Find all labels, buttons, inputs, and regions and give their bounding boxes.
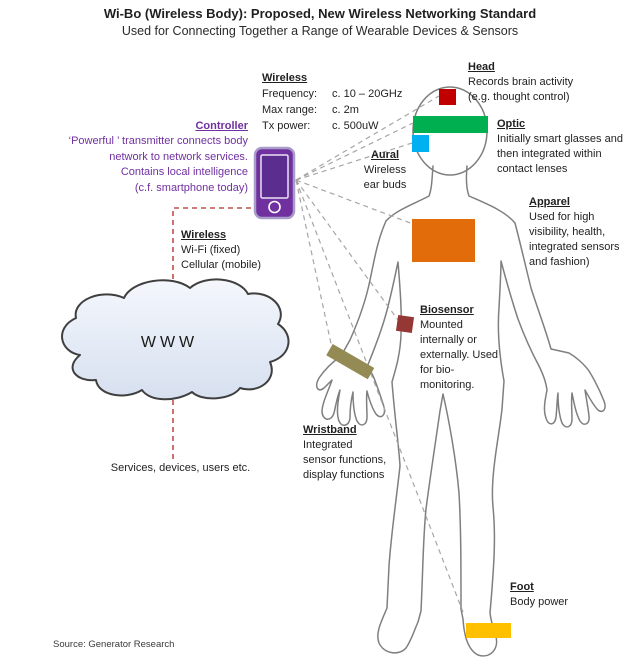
spec-row-frequency: Frequency: c. 10 – 20GHz xyxy=(262,86,402,102)
head-device-marker xyxy=(439,89,456,105)
controller-body: ‘Powerful ’ transmitter connects body ne… xyxy=(68,135,248,194)
page-title: Wi-Bo (Wireless Body): Proposed, New Wir… xyxy=(103,6,537,21)
link-apparel-device xyxy=(295,179,414,225)
apparel-note: Apparel Used for high visibility, health… xyxy=(529,196,620,270)
controller-phone-icon xyxy=(253,146,296,220)
optic-device-marker xyxy=(413,116,488,133)
page-subtitle: Used for Connecting Together a Range of … xyxy=(121,24,519,38)
source-credit: Source: Generator Research xyxy=(53,639,175,650)
biosensor-heading: Biosensor xyxy=(420,304,474,316)
spec-label: Max range: xyxy=(262,104,318,116)
link-aural-device xyxy=(295,142,413,181)
head-heading: Head xyxy=(468,61,495,73)
services-caption: Services, devices, users etc. xyxy=(110,462,251,474)
biosensor-device-marker xyxy=(395,314,415,334)
biosensor-note: Biosensor Mounted internally or external… xyxy=(420,304,498,393)
head-note: Head Records brain activity (e.g. though… xyxy=(468,61,573,105)
network-wireless-note: Wireless Wi-Fi (fixed) Cellular (mobile) xyxy=(181,229,261,273)
spec-value: c. 500uW xyxy=(332,120,379,132)
spec-label: Tx power: xyxy=(262,120,311,132)
phone-home-button xyxy=(268,200,281,214)
foot-body: Body power xyxy=(510,596,569,608)
network-wireless-body: Wi-Fi (fixed) Cellular (mobile) xyxy=(181,244,262,271)
wristband-device-marker xyxy=(326,343,375,380)
spec-row-max-range: Max range: c. 2m xyxy=(262,102,402,118)
apparel-device-marker xyxy=(412,219,475,262)
spec-row-tx-power: Tx power: c. 500uW xyxy=(262,118,402,134)
apparel-body: Used for high visibility, health, integr… xyxy=(529,211,620,268)
controller-network-links xyxy=(172,207,251,460)
apparel-heading: Apparel xyxy=(529,196,570,208)
www-cloud-shape xyxy=(61,278,290,401)
body-device-links xyxy=(295,95,464,613)
aural-heading: Aural xyxy=(370,149,400,161)
wireless-spec-heading: Wireless xyxy=(262,72,308,84)
www-cloud-label: WWW xyxy=(140,334,199,351)
wristband-note: Wristband Integrated sensor functions, d… xyxy=(303,424,386,483)
aural-note: Aural Wireless ear buds xyxy=(357,149,413,193)
optic-body: Initially smart glasses and then integra… xyxy=(497,133,623,175)
network-wireless-heading: Wireless xyxy=(181,229,227,241)
foot-note: Foot Body power xyxy=(510,581,568,610)
spec-label: Frequency: xyxy=(262,88,318,100)
link-head-device xyxy=(295,95,440,181)
aural-device-marker xyxy=(412,135,429,152)
wristband-heading: Wristband xyxy=(303,424,357,436)
wristband-body: Integrated sensor functions, display fun… xyxy=(303,439,387,481)
head-body: Records brain activity (e.g. thought con… xyxy=(468,76,574,103)
torso-limbs-outline xyxy=(316,165,606,657)
phone-screen xyxy=(260,154,289,199)
foot-device-marker xyxy=(466,623,511,638)
controller-heading: Controller xyxy=(195,120,248,132)
optic-note: Optic Initially smart glasses and then i… xyxy=(497,118,623,177)
foot-heading: Foot xyxy=(510,581,534,593)
spec-value: c. 2m xyxy=(332,104,359,116)
link-biosensor-device xyxy=(295,179,399,321)
biosensor-body: Mounted internally or externally. Used f… xyxy=(420,319,499,391)
controller-note: Controller ‘Powerful ’ transmitter conne… xyxy=(28,120,248,196)
aural-body: Wireless ear buds xyxy=(363,164,407,191)
wireless-spec-block: Wireless Frequency: c. 10 – 20GHz Max ra… xyxy=(262,72,402,134)
link-optic-device xyxy=(295,122,414,181)
link-wristband-device xyxy=(295,179,334,354)
spec-value: c. 10 – 20GHz xyxy=(332,88,403,100)
optic-heading: Optic xyxy=(497,118,526,130)
